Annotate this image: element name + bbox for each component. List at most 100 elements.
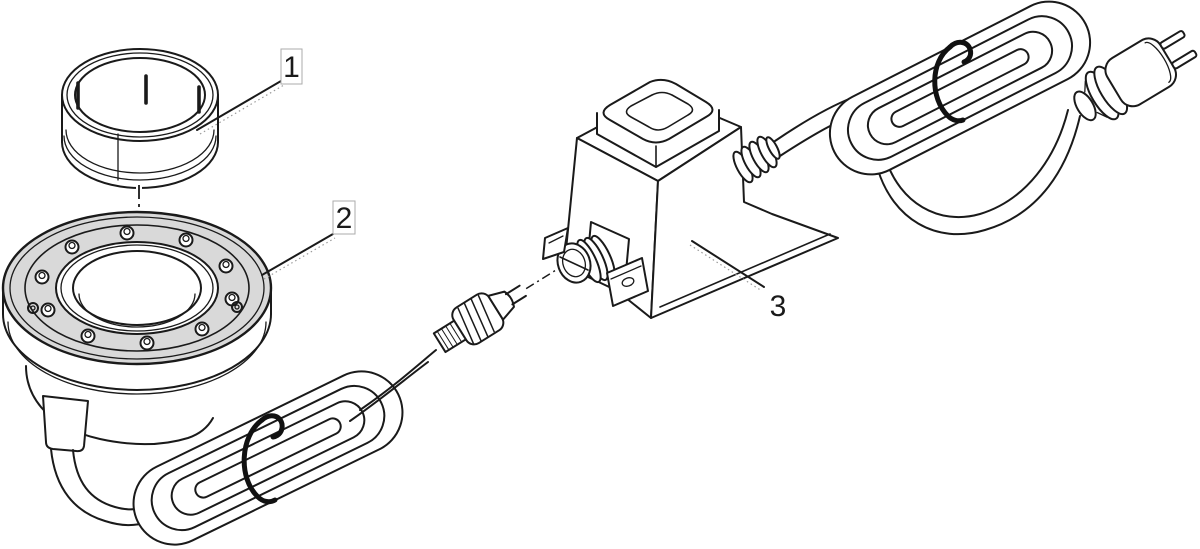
line-art-segment [34,269,50,285]
callout-label-2: 2 [336,202,353,235]
plug-strain-relief-collar [1073,90,1097,122]
collar-inner-ribs [76,74,201,114]
ring-screws [27,301,243,314]
cable-tie [932,44,966,124]
line-art-segment [123,227,131,236]
leader-line-1 [196,80,282,131]
lamp-cable-upper [359,349,437,411]
transformer-lid-inset [625,91,694,131]
led-dome [224,291,240,307]
line-art-segment [231,301,243,313]
line-art-segment [470,298,489,338]
line-art-segment [44,304,52,313]
plug-pin-1 [1159,30,1186,50]
line-art-segment [457,307,475,346]
socket-brackets [542,227,649,307]
callout-label-3: 3 [770,290,787,323]
socket-slot [559,256,589,271]
line-art-segment [222,260,230,269]
screw-head [27,302,39,314]
ring-bottom-rim-inner [7,321,267,395]
line-art-segment [463,302,482,342]
leader-shadow [263,237,336,280]
plug-body [1104,37,1177,108]
screw-head [231,301,243,313]
led-ring-light-part [1,210,273,527]
coil-loop-outer [132,370,404,546]
line-art-segment [445,325,458,345]
line-art-segment [436,331,450,351]
led-dome [34,269,50,285]
line-art-segment [441,328,454,348]
transformer-right-face [650,126,839,319]
ring-cable-coil [132,370,404,546]
connector-tip [487,290,515,321]
coil-loop [170,400,366,516]
ring-inner-collar-inner [60,244,214,332]
cable-tie-hook [947,39,974,65]
collar-bottom-rim-mid [63,135,217,181]
ring-top-face-inset [9,216,265,360]
line-art-segment [198,323,206,332]
callout-1: 1 [196,48,303,135]
cable-tie-hook [259,413,285,440]
connector-thread-ridges [436,323,463,351]
leader-line-2 [261,233,334,276]
line-art-segment [119,225,135,241]
ring-center-hole [72,250,202,326]
plug-neck-lower [1096,111,1108,118]
coil-loop [847,15,1073,161]
led-dome [139,335,155,351]
line-art-segment [68,241,76,250]
socket-face-inner [561,248,587,278]
connector-pin-1 [505,284,521,296]
led-dome [178,232,194,248]
callout-3: 3 [689,240,787,323]
line-art-segment [765,136,781,160]
ring-underside-base [25,365,214,446]
leader-shadow [689,244,763,292]
ring-plate-contour [24,224,250,352]
collar-top-rim-mid [66,52,214,138]
line-art-segment [828,0,1092,176]
plug-pin-2 [1171,49,1198,70]
bracket-screw-hole [621,277,635,287]
line-art-segment [218,258,234,274]
ring-hole-depth-line [78,293,196,328]
line-art-segment [40,302,56,318]
line-art-segment [132,370,404,546]
coil-loop-inner [890,48,1030,128]
transformer-base-edge [659,233,831,308]
line-art-segment [139,335,155,351]
line-art-segment [449,323,463,343]
transformer-lid-top [602,78,714,144]
leader-shadow [199,84,285,135]
line-art-segment [194,321,210,337]
line-art-segment [80,328,96,344]
line-art-segment [477,294,496,333]
line-art-segment [548,235,564,244]
connector-knurl-grooves [457,294,496,346]
connector-pin-2 [511,294,527,306]
callout-box-2 [332,200,356,235]
line-art-segment [610,265,642,280]
callout-2: 2 [261,200,356,280]
line-art-segment [178,232,194,248]
led-dome [64,239,80,255]
led-dome [80,328,96,344]
lamp-cable-lower [349,361,429,422]
bracket-bottom [606,257,649,307]
mains-plug [1073,30,1198,122]
line-art-segment [143,337,151,346]
transformer-part [542,78,839,319]
cable-tie [241,417,278,505]
line-art-segment [234,304,240,310]
led-dome [218,258,234,274]
mains-cable-coil [828,0,1092,236]
leader-line-3 [691,240,765,288]
plug-face-seam [1144,41,1172,83]
led-dome [194,321,210,337]
callout-label-1: 1 [283,51,300,84]
